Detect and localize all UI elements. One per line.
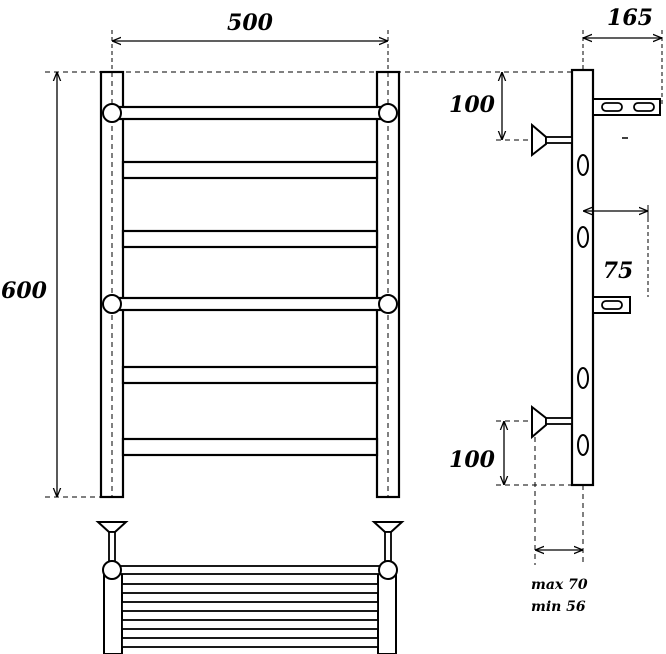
top-view: [95, 521, 405, 654]
mount-ball-top-left: [102, 103, 122, 123]
mount-ball-top-right: [378, 103, 398, 123]
crossbar-1: [110, 105, 390, 121]
side-ovals: [577, 154, 589, 456]
bottom-offset-dimension: 100: [449, 420, 572, 486]
crossbar-6: [121, 437, 379, 457]
width-label: 500: [227, 10, 274, 36]
height-label: 600: [1, 278, 48, 304]
depth-label: 165: [607, 5, 653, 31]
crossbar-3: [121, 229, 379, 249]
side-upright: [570, 68, 595, 487]
mount-ball-mid-left: [102, 294, 122, 314]
wall-gap-dimension: max 70 min 56: [531, 437, 588, 615]
crossbars: [110, 105, 390, 457]
depth-dimension: 165: [582, 5, 663, 107]
top-upright-left: [103, 567, 123, 654]
crossbar-5: [121, 365, 379, 385]
crossbar-4: [110, 296, 390, 312]
flange-left: [95, 521, 129, 533]
height-dimension: 600: [1, 71, 575, 498]
shelf-bracket-mid: [592, 296, 631, 314]
width-dimension: 500: [111, 10, 389, 72]
bar-spacing-label: 75: [603, 258, 634, 284]
post-left: [108, 531, 116, 563]
bar-spacing-dimension: 75: [583, 205, 649, 297]
mount-balls: [102, 103, 398, 314]
top-ball-right: [378, 560, 398, 580]
wall-gap-max-label: max 70: [531, 577, 588, 593]
crossbar-2: [121, 160, 379, 180]
wall-mount-top: [531, 122, 573, 158]
front-view: 500 600: [1, 10, 575, 499]
top-offset-label: 100: [449, 92, 496, 118]
mount-ball-mid-right: [378, 294, 398, 314]
top-upright-right: [377, 567, 397, 654]
shelf-bracket-top: [592, 98, 661, 116]
top-offset-dimension: 100: [449, 72, 532, 141]
bottom-offset-label: 100: [449, 447, 496, 473]
wall-mount-bottom: [531, 404, 573, 440]
side-view: 165 100 75 100 max 70 min 56: [449, 5, 663, 615]
post-right: [384, 531, 392, 563]
wall-gap-min-label: min 56: [531, 599, 586, 615]
top-ball-left: [102, 560, 122, 580]
flange-right: [371, 521, 405, 533]
top-bars: [111, 565, 389, 648]
